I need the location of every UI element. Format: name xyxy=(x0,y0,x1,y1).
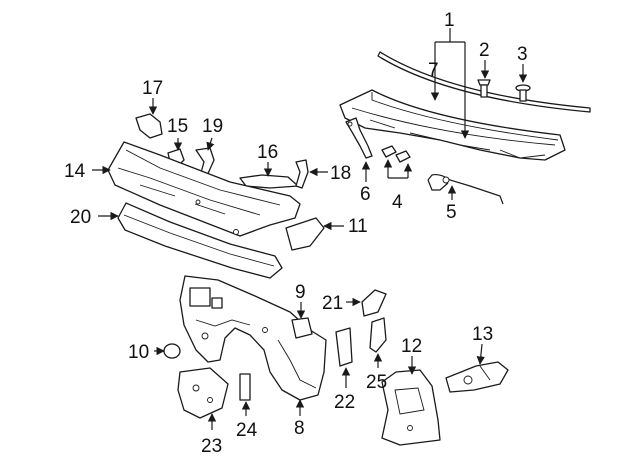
part-20-lower-cowl-panel xyxy=(117,202,283,279)
leader-lines xyxy=(92,28,528,430)
callout-18: 18 xyxy=(330,163,351,184)
callout-20: 20 xyxy=(70,207,91,228)
callout-24: 24 xyxy=(236,420,258,441)
part-13-bracket-assembly xyxy=(445,361,509,393)
part-24-seal-strip xyxy=(239,373,251,401)
part-14-upper-cowl-panel xyxy=(107,141,301,237)
callout-25: 25 xyxy=(366,372,387,393)
callout-2: 2 xyxy=(479,40,490,61)
callout-12: 12 xyxy=(401,336,422,357)
part-17-bracket xyxy=(135,113,163,139)
part-9-bracket xyxy=(291,317,313,339)
callout-5: 5 xyxy=(446,202,457,223)
part-22-bracket xyxy=(335,327,353,367)
callout-15: 15 xyxy=(167,116,188,137)
part-1-cowl-grille xyxy=(339,89,566,161)
part-2-push-clip xyxy=(477,79,491,98)
callout-9: 9 xyxy=(295,282,306,303)
callout-14: 14 xyxy=(64,161,86,182)
part-8-dash-panel xyxy=(179,275,327,401)
callout-7: 7 xyxy=(428,60,439,81)
callout-13: 13 xyxy=(472,324,493,345)
callout-1: 1 xyxy=(444,10,455,31)
part-25-bracket xyxy=(369,317,387,353)
part-21-bracket xyxy=(361,289,387,317)
callout-4: 4 xyxy=(392,192,403,213)
part-5-washer-hose xyxy=(427,173,504,205)
callout-11: 11 xyxy=(348,216,368,237)
part-23-bracket xyxy=(177,367,229,419)
callout-17: 17 xyxy=(142,78,163,99)
callout-23: 23 xyxy=(201,436,222,457)
callout-22: 22 xyxy=(334,392,355,413)
part-10-plug xyxy=(163,343,181,359)
callout-3: 3 xyxy=(517,44,528,65)
callout-8: 8 xyxy=(294,418,305,439)
part-3-bolt xyxy=(515,84,531,102)
part-12-side-panel xyxy=(381,369,441,446)
callout-16: 16 xyxy=(257,142,278,163)
part-11-bracket xyxy=(285,217,325,251)
callout-labels: 1 2 3 4 5 6 7 8 9 10 11 12 13 14 15 16 1… xyxy=(64,10,528,457)
callout-21: 21 xyxy=(322,293,343,314)
callout-10: 10 xyxy=(128,342,149,363)
callout-6: 6 xyxy=(360,184,371,205)
part-6-bracket xyxy=(345,117,373,159)
callout-19: 19 xyxy=(202,116,223,137)
part-18-bracket xyxy=(295,159,309,189)
part-4-clips xyxy=(381,145,411,163)
